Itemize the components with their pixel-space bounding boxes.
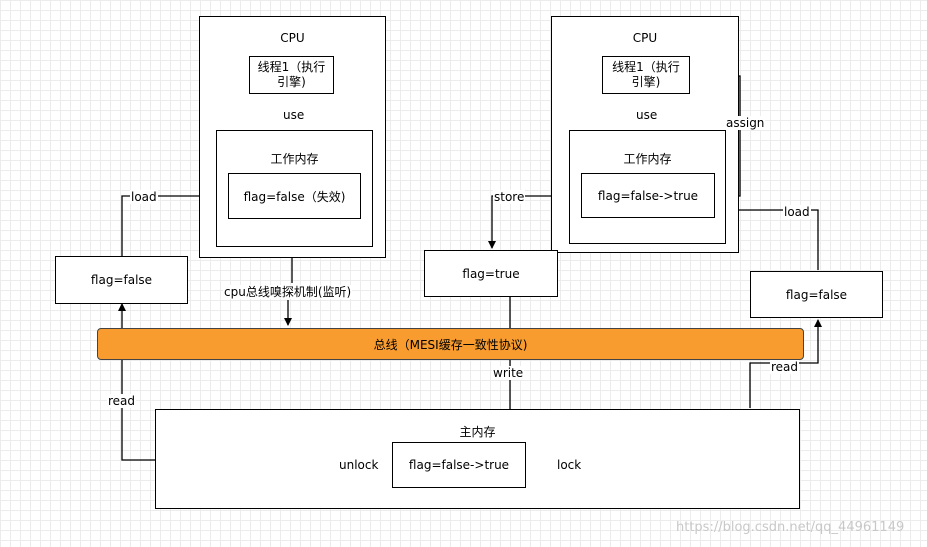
cpu-right-flag-label: flag=false->true	[597, 188, 699, 203]
watermark: https://blog.csdn.net/qq_44961149	[676, 520, 905, 535]
label-store: store	[493, 190, 526, 204]
flag-box-right-label: flag=false	[785, 287, 848, 302]
cpu-left-thread-label: 线程1（执行引擎)	[257, 60, 326, 89]
cpu-left-work-memory-title: 工作内存	[270, 152, 319, 166]
cpu-left-thread: 线程1（执行引擎)	[249, 56, 334, 94]
cpu-right-thread-label: 线程1（执行引擎)	[612, 60, 680, 89]
flag-box-right: flag=false	[750, 271, 883, 318]
label-unlock: unlock	[338, 458, 380, 472]
cpu-left-flag-label: flag=false（失效)	[243, 189, 346, 204]
bus: 总线（MESI缓存一致性协议)	[97, 328, 804, 360]
label-use-left: use	[282, 108, 306, 122]
cpu-left-title: CPU	[280, 31, 305, 45]
label-write: write	[492, 366, 525, 380]
cpu-right-flag: flag=false->true	[581, 173, 715, 218]
arrow-load-left	[121, 192, 226, 256]
arrow-load-right	[717, 206, 819, 270]
cpu-right-thread: 线程1（执行引擎)	[602, 56, 690, 94]
label-assign: assign	[725, 116, 766, 130]
main-memory-flag-label: flag=false->true	[408, 458, 510, 472]
main-memory-flag: flag=false->true	[392, 442, 526, 488]
flag-box-mid-label: flag=true	[462, 266, 520, 281]
label-load-right: load	[783, 205, 811, 219]
flag-box-left-label: flag=false	[90, 273, 153, 287]
bus-label: 总线（MESI缓存一致性协议)	[373, 337, 528, 352]
label-lock: lock	[556, 458, 583, 472]
label-snoop: cpu总线嗅探机制(监听)	[223, 285, 353, 299]
label-use-right: use	[635, 108, 659, 122]
flag-box-left: flag=false	[55, 256, 188, 304]
label-read-left: read	[107, 394, 137, 408]
label-load-left: load	[130, 190, 158, 204]
cpu-left-flag: flag=false（失效)	[228, 173, 361, 219]
label-read-right: read	[770, 360, 800, 374]
main-memory-title: 主内存	[459, 425, 496, 439]
cpu-right-title: CPU	[632, 31, 658, 45]
cpu-right-work-memory-title: 工作内存	[623, 152, 672, 166]
flag-box-mid: flag=true	[424, 250, 558, 297]
